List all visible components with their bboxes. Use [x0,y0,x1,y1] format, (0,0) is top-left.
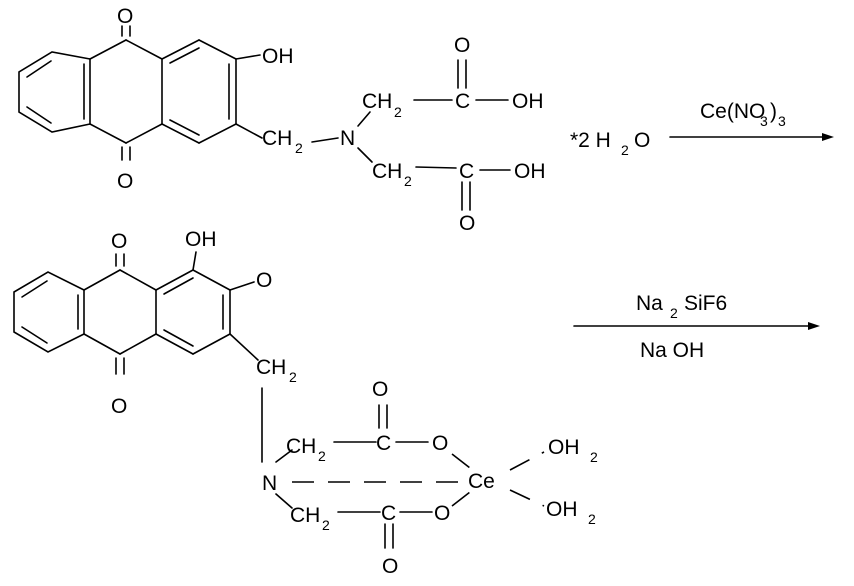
reactant-ring-center [89,25,163,161]
reactant-o-bottom: O [117,170,133,193]
reactant-c-up: C [455,90,470,113]
reactant-c-down: C [459,160,474,183]
reactant-ch2-down-sub: 2 [404,173,412,189]
reactant-ch2-up: CH [362,90,392,113]
arrow-2-head [808,322,820,330]
product-o-dbl-down: O [382,555,398,578]
step2-reagent-bottom: Na OH [640,339,704,362]
product-c-up: C [376,432,391,455]
product-ch2-link: CH [256,356,286,379]
reactant-oh-up: OH [512,90,544,113]
product-o-dbl-up: O [372,378,388,401]
product-o-bottom: O [111,395,127,418]
reactant-ch2-down: CH [372,160,402,183]
reactant-o-dbl-down: O [459,212,475,235]
reactant-oh: OH [262,45,294,68]
hydrate-sub: 2 [621,142,629,158]
product-n: N [262,472,277,495]
step1-reagent-sub2: 3 [778,113,786,129]
product-oh: OH [185,228,217,251]
reactant-oh-down: OH [514,160,546,183]
reactant-ch2-link-sub: 2 [295,140,303,156]
product-o-ce-down: O [434,502,450,525]
step1-reagent-close: ) [770,100,777,123]
product-o-ce-up: O [432,432,448,455]
product-o-top: O [111,230,127,253]
hydrate-prefix: *2 H [570,129,611,152]
product-ch2-down: CH [290,504,320,527]
hydrate-label: *2 H 2 O [570,129,650,158]
hydrate-suffix: O [634,129,650,152]
product-oh2-down: OH [546,498,578,521]
reactant-side-chain [311,59,511,211]
product-ch2-link-sub: 2 [289,369,297,385]
reaction-arrow-1: Ce(NO 3 ) 3 [669,100,834,141]
product-oh2-down-sub: 2 [588,511,596,527]
reactant-ch2-link: CH [262,127,292,150]
reactant-ch2-up-sub: 2 [394,104,402,120]
product-ring-right [155,251,263,463]
reactant-ring-right [161,39,263,144]
step2-reagent-top-rest: SiF6 [684,292,727,315]
reactant-o-top: O [117,5,133,28]
reactant-ring-left [18,51,91,133]
product-chelate [275,404,545,549]
product-o-ring: O [256,269,272,292]
reactant-structure: O O OH CH 2 N CH 2 CH 2 C C O O OH OH [18,5,546,235]
product-c-down: C [381,502,396,525]
arrow-1-head [822,133,834,141]
product-ring-left [13,271,85,353]
product-ch2-down-sub: 2 [322,517,330,533]
product-ch2-up-sub: 2 [318,448,326,464]
reaction-arrow-2: Na 2 SiF6 Na OH [573,292,820,362]
product-structure: O O OH O CH 2 N CH 2 CH 2 C C O O O O Ce… [13,228,598,578]
step2-reagent-top: Na [636,292,663,315]
product-oh2-up-sub: 2 [590,449,598,465]
reactant-o-dbl-up: O [454,34,470,57]
step2-reagent-top-sub: 2 [670,305,678,321]
product-oh2-up: OH [548,436,580,459]
step1-reagent: Ce(NO [700,100,765,123]
reactant-n: N [340,127,355,150]
product-ch2-up: CH [286,435,316,458]
product-ring-center [83,253,157,375]
step1-reagent-sub: 3 [760,113,768,129]
product-ce: Ce [468,470,495,493]
